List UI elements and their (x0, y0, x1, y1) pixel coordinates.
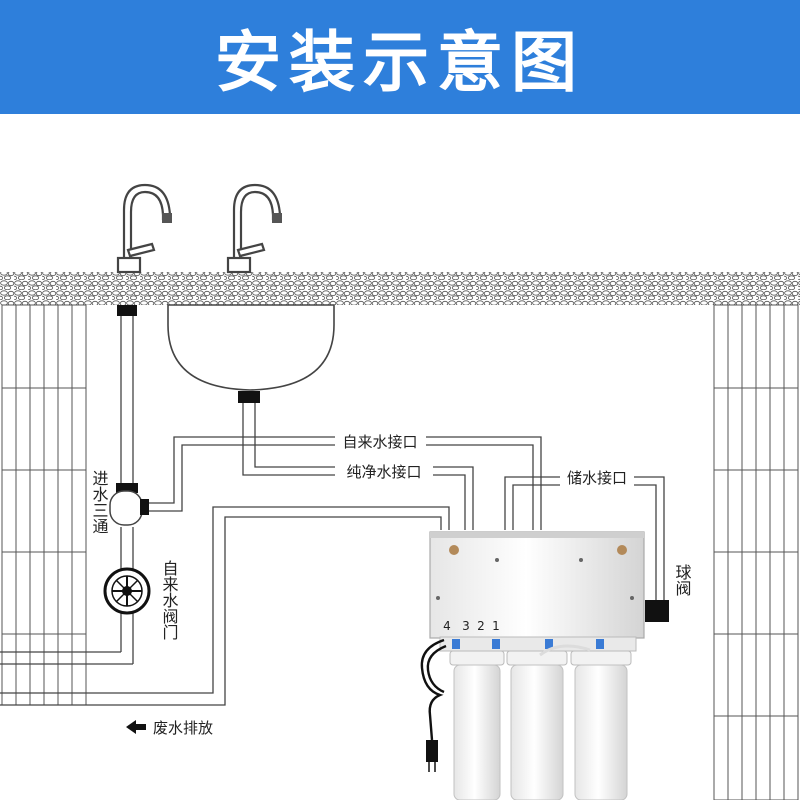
left-cabinet-wall (1, 304, 87, 706)
port-number: 1 (492, 619, 500, 633)
tap-valve-label: 自来水阀门 (160, 560, 179, 641)
main-supply-line (0, 651, 133, 665)
arrow-left-icon (126, 720, 146, 734)
filter-cartridge-icon (506, 650, 568, 800)
pure-water-line (242, 403, 474, 530)
port-number: 4 (443, 619, 451, 633)
supply-pipe-cap (117, 305, 137, 316)
right-cabinet-wall (713, 304, 799, 800)
port-number: 2 (477, 619, 485, 633)
countertop (0, 272, 800, 305)
storage-port-label: 储水接口 (567, 469, 627, 487)
filter-cartridge-icon (449, 650, 505, 800)
ball-valve-icon (645, 600, 669, 622)
waste-line (0, 506, 450, 706)
storage-line (504, 476, 665, 602)
port-number: 3 (462, 619, 470, 633)
ball-valve-label: 球阀 (673, 564, 692, 597)
filter-cartridge-icon (570, 650, 632, 800)
pure-water-port-label: 纯净水接口 (346, 463, 421, 481)
waste-drain-label: 废水排放 (153, 719, 213, 737)
faucet-icon (116, 183, 172, 274)
ro-unit: 4 3 2 1 (429, 531, 645, 800)
tap-water-port-label: 自来水接口 (342, 433, 417, 451)
power-plug-icon (420, 638, 447, 772)
supply-pipe (120, 316, 134, 664)
page-title: 安装示意图 (215, 24, 585, 101)
faucet-icon (226, 183, 282, 274)
valve-icon (103, 567, 151, 615)
sink-icon (167, 304, 335, 403)
mount-hole-icon (449, 545, 627, 555)
inlet-tee-label: 进水三通 (90, 470, 109, 534)
title-banner (0, 0, 800, 114)
tee-icon (109, 483, 149, 526)
